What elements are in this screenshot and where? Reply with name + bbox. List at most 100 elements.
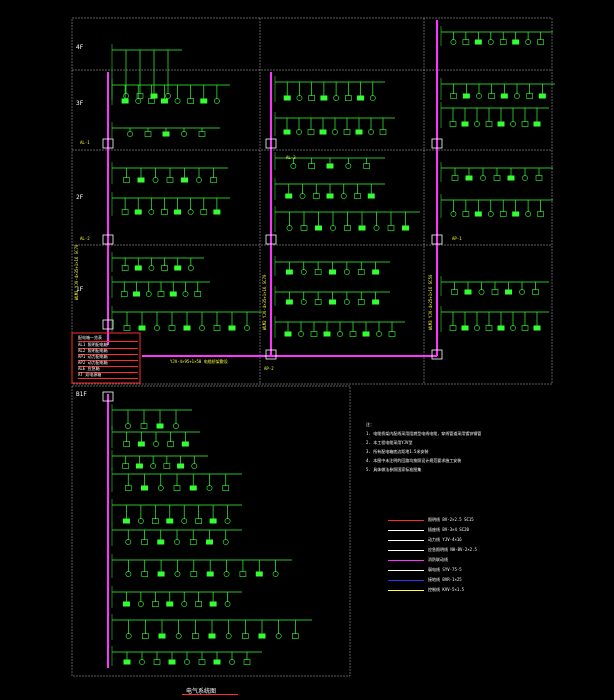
circuit-symbol bbox=[319, 129, 327, 135]
circuit-symbol bbox=[499, 39, 507, 45]
circuit-symbol bbox=[464, 289, 472, 295]
circuit-symbol bbox=[183, 325, 191, 331]
table-row: AT 双电源箱 bbox=[78, 372, 138, 379]
circuit-symbol bbox=[213, 325, 221, 331]
circuit-symbol bbox=[307, 129, 315, 135]
circuit-symbol bbox=[355, 129, 363, 135]
circuit-symbol bbox=[174, 265, 182, 271]
drawing-title: 电气系统图 bbox=[186, 688, 217, 695]
circuit-symbol bbox=[500, 93, 508, 99]
circuit-symbol bbox=[190, 571, 198, 577]
circuit-symbol bbox=[157, 539, 165, 545]
circuit-symbol bbox=[125, 571, 132, 577]
circuit-symbol bbox=[137, 177, 145, 183]
circuit-symbol bbox=[181, 131, 187, 137]
circuit-symbol bbox=[121, 98, 129, 104]
note-line: 4. 本图中未注明的回路均按照设计规范要求施工安装 bbox=[366, 458, 462, 463]
table-title: 配电箱一览表 bbox=[78, 335, 138, 342]
circuit-symbol bbox=[461, 121, 469, 127]
circuit-symbol bbox=[312, 193, 320, 199]
circuit-symbol bbox=[285, 269, 293, 275]
floor-label-1f: 1F bbox=[76, 286, 84, 293]
circuit-symbol bbox=[521, 325, 529, 331]
circuit-symbol bbox=[461, 325, 469, 331]
circuit-symbol bbox=[189, 539, 197, 545]
circuit-symbol bbox=[173, 485, 181, 491]
circuit-symbol bbox=[122, 601, 130, 607]
circuit-symbol bbox=[169, 291, 177, 297]
circuit-symbol bbox=[522, 175, 528, 181]
circuit-symbol bbox=[474, 121, 480, 127]
circuit-symbol bbox=[223, 571, 230, 577]
circuit-symbol bbox=[326, 193, 334, 199]
circuit-symbol bbox=[206, 539, 213, 545]
circuit-symbol bbox=[521, 121, 529, 127]
table-row: AP2 动力配电箱 bbox=[78, 360, 138, 367]
circuit-symbol bbox=[175, 633, 182, 639]
circuit-symbol bbox=[372, 299, 380, 305]
title-underline bbox=[182, 694, 238, 695]
circuit-symbol bbox=[537, 39, 544, 45]
circuit-symbol bbox=[512, 211, 520, 217]
table-row: AL2 照明配电箱 bbox=[78, 348, 138, 355]
note-line: 3. 所有配电箱底边距地1.5米安装 bbox=[366, 449, 429, 454]
branch-circuits bbox=[111, 26, 555, 666]
circuit-symbol bbox=[283, 95, 291, 101]
circuit-symbol bbox=[137, 441, 145, 447]
circuit-symbol bbox=[315, 225, 322, 231]
circuit-symbol bbox=[329, 299, 336, 305]
riser-caption-3: WLM3 YJV-4×25+1×16 SC50 bbox=[428, 274, 433, 330]
circuit-symbol bbox=[200, 209, 208, 215]
circuit-symbol bbox=[141, 539, 148, 545]
circuit-symbol bbox=[192, 633, 199, 639]
circuit-symbol bbox=[402, 225, 409, 231]
circuit-symbol bbox=[358, 225, 366, 231]
circuit-symbol bbox=[229, 659, 235, 665]
circuit-symbol bbox=[376, 331, 382, 337]
circuit-symbol bbox=[157, 571, 165, 577]
circuit-symbol bbox=[174, 209, 182, 215]
circuit-symbol bbox=[314, 269, 322, 275]
circuit-symbol bbox=[372, 269, 380, 275]
circuit-symbol bbox=[222, 485, 230, 491]
circuit-symbol bbox=[354, 193, 361, 199]
circuit-symbol bbox=[345, 163, 352, 169]
circuit-symbol bbox=[189, 485, 197, 491]
circuit-symbol bbox=[209, 601, 217, 607]
circuit-symbol bbox=[535, 175, 543, 181]
circuit-symbol bbox=[150, 93, 158, 99]
circuit-symbol bbox=[310, 331, 318, 337]
note-line: 1. 电缆桥架内配线采用阻燃型电线电缆，穿线管道采用镀锌钢管 bbox=[366, 431, 482, 436]
circuit-symbol bbox=[340, 193, 347, 199]
circuit-symbol bbox=[139, 659, 145, 665]
circuit-symbol bbox=[161, 209, 168, 215]
circuit-symbol bbox=[206, 485, 213, 491]
circuit-symbol bbox=[379, 129, 387, 135]
circuit-symbol bbox=[121, 265, 129, 271]
circuit-symbol bbox=[177, 463, 185, 469]
circuit-symbol bbox=[533, 121, 541, 127]
circuit-symbol bbox=[332, 129, 338, 135]
circuit-symbol bbox=[194, 291, 202, 297]
circuit-symbol bbox=[208, 633, 216, 639]
circuit-symbol bbox=[154, 325, 160, 331]
circuit-symbol bbox=[168, 659, 176, 665]
circuit-symbol bbox=[210, 177, 217, 183]
circuit-symbol bbox=[510, 325, 516, 331]
circuit-symbol bbox=[133, 291, 140, 297]
circuit-symbol bbox=[388, 331, 396, 337]
circuit-symbol bbox=[493, 175, 501, 181]
circuit-symbol bbox=[152, 177, 159, 183]
circuit-symbol bbox=[222, 539, 229, 545]
circuit-symbol bbox=[329, 269, 336, 275]
circuit-symbol bbox=[157, 485, 164, 491]
circuit-symbol bbox=[243, 659, 251, 665]
circuit-symbol bbox=[285, 299, 293, 305]
circuit-symbol bbox=[487, 39, 494, 45]
table-row: ALE 应急箱 bbox=[78, 366, 138, 373]
circuit-symbol bbox=[343, 129, 351, 135]
circuit-symbol bbox=[449, 121, 457, 127]
legend-item: 控制线 KVV-5×1.5 bbox=[388, 586, 508, 596]
circuit-symbol bbox=[362, 331, 370, 337]
